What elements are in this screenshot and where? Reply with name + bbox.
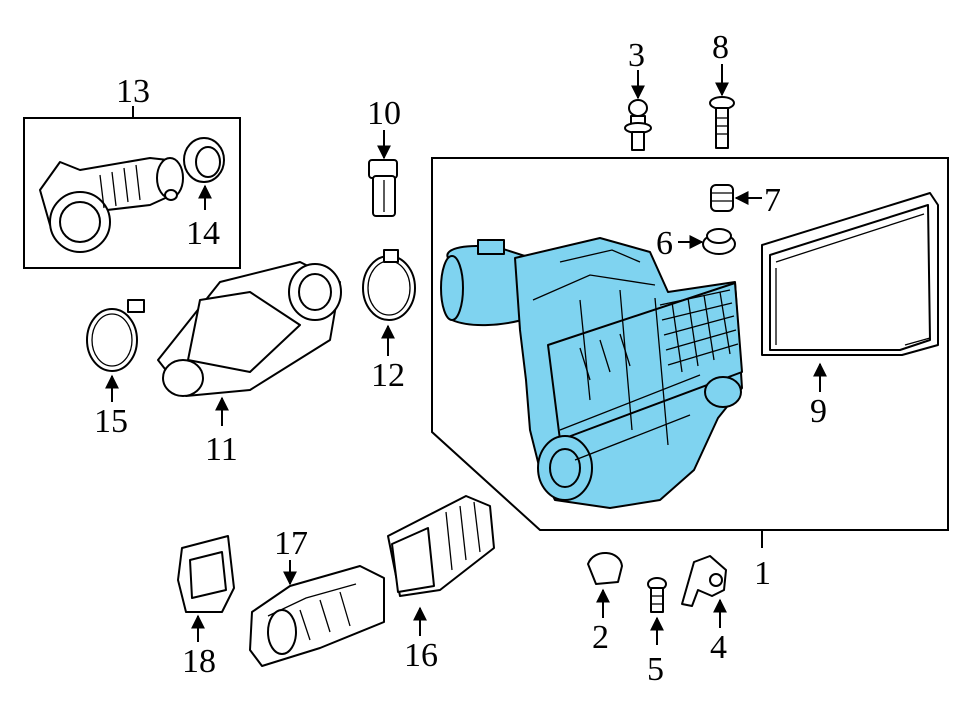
leader-lines <box>105 64 827 645</box>
bracket-18[interactable] <box>177 535 235 613</box>
callout-labels: 1 2 3 4 5 6 7 8 9 10 11 12 13 14 15 16 1… <box>94 29 827 688</box>
callout-8: 8 <box>712 29 729 66</box>
insulator-7[interactable] <box>710 184 734 212</box>
bolt-8[interactable] <box>709 96 735 149</box>
clamp-12[interactable] <box>362 249 416 321</box>
air-filter-element[interactable] <box>761 192 939 356</box>
mass-air-flow-sensor-10[interactable] <box>368 159 398 217</box>
callout-15: 15 <box>94 403 128 440</box>
coupler-14[interactable] <box>183 137 225 183</box>
callout-13: 13 <box>116 73 150 110</box>
callout-16: 16 <box>404 637 438 674</box>
callout-14: 14 <box>186 215 220 252</box>
stud-3[interactable] <box>624 99 652 151</box>
callout-10: 10 <box>367 95 401 132</box>
callout-4: 4 <box>710 629 727 666</box>
outlet-duct-17[interactable] <box>249 565 385 667</box>
callout-2: 2 <box>592 619 609 656</box>
callout-17: 17 <box>274 525 308 562</box>
callout-7: 7 <box>764 182 781 219</box>
callout-6: 6 <box>656 225 673 262</box>
callout-12: 12 <box>371 357 405 394</box>
outlet-duct-16[interactable] <box>387 495 495 597</box>
callout-5: 5 <box>647 651 664 688</box>
callout-11: 11 <box>205 431 238 468</box>
callout-3: 3 <box>628 37 645 74</box>
air-cleaner-assembly-frame <box>431 157 949 548</box>
air-cleaner-housing[interactable] <box>440 237 743 509</box>
bolt-5[interactable] <box>647 577 667 613</box>
group-box-13 <box>23 106 241 269</box>
bracket-4[interactable] <box>681 555 727 607</box>
clamp-15[interactable] <box>86 299 145 372</box>
callout-9: 9 <box>810 393 827 430</box>
grommet-6[interactable] <box>702 228 736 255</box>
callout-18: 18 <box>182 643 216 680</box>
intake-duct-13[interactable] <box>39 157 184 253</box>
cap-2[interactable] <box>587 552 623 585</box>
callout-1: 1 <box>754 555 771 592</box>
resonator-11[interactable] <box>157 261 342 397</box>
